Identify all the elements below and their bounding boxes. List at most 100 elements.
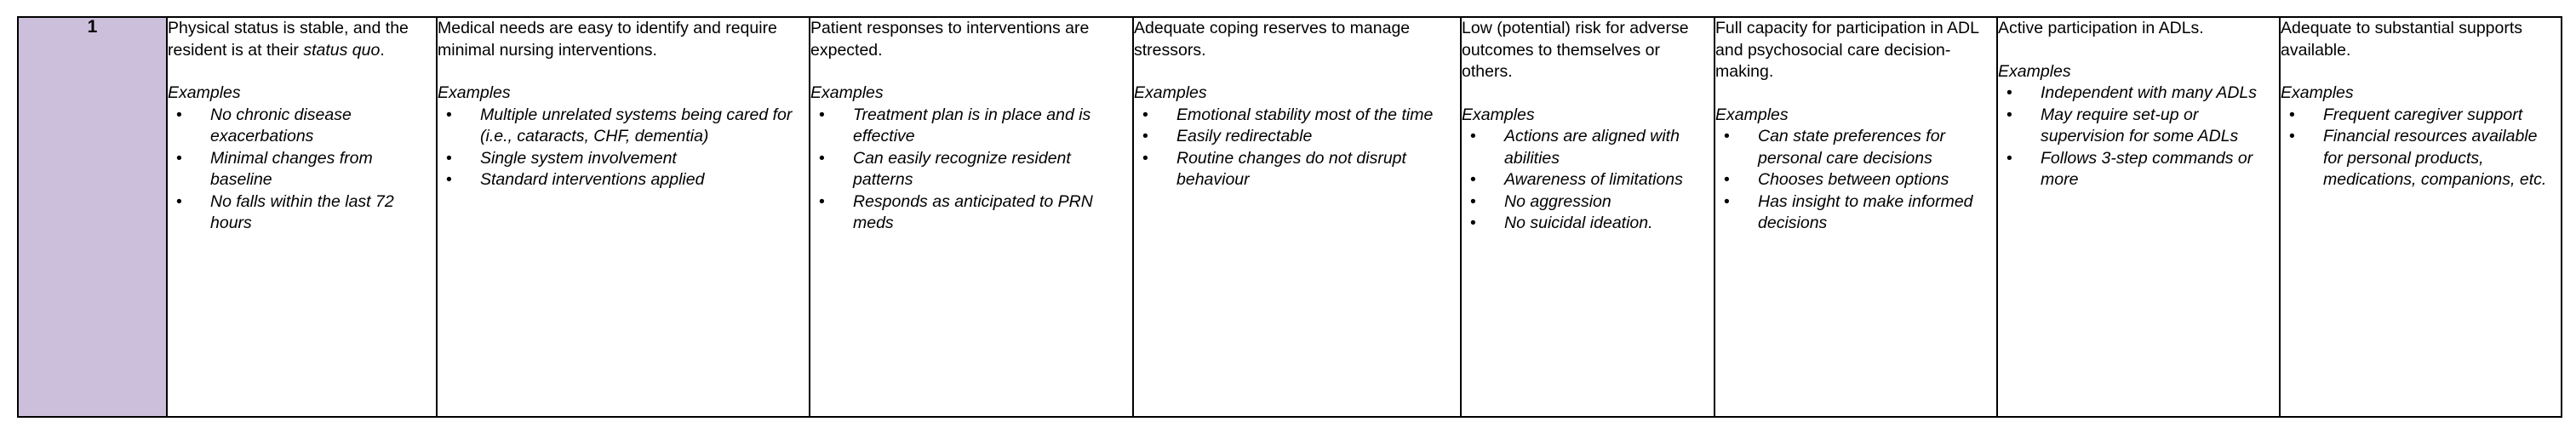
examples-list-risk-of-adverse-outcomes: • Actions are aligned with abilities • Awa… xyxy=(1462,126,1714,235)
statement-medical-needs: Medical needs are easy to identify and r… xyxy=(438,19,777,60)
examples-heading: Examples xyxy=(1462,105,1535,124)
list-item-text: Has insight to make informed decisions xyxy=(1758,191,1973,233)
examples-heading: Examples xyxy=(1715,105,1789,124)
examples-list-supports-available: •Frequent caregiver support • Financial r… xyxy=(2281,105,2561,191)
examples-heading: Examples xyxy=(2281,83,2354,102)
spacer xyxy=(1134,61,1460,83)
list-item-text: Single system involvement xyxy=(480,148,677,168)
list-item-text: No falls within the last 72 hours xyxy=(210,191,394,233)
list-item: • Actions are aligned with abilities xyxy=(1462,126,1714,169)
list-item-text: Standard interventions applied xyxy=(480,170,705,189)
spacer xyxy=(1462,83,1714,105)
list-item: • May require set-up or supervision for s… xyxy=(1998,105,2279,148)
examples-list-patient-responses: • Treatment plan is in place and is effec… xyxy=(810,105,1132,235)
level-number: 1 xyxy=(87,17,98,37)
list-item-text: Treatment plan is in place and is effect… xyxy=(853,105,1091,146)
statement-coping-reserves: Adequate coping reserves to manage stres… xyxy=(1134,19,1411,60)
list-item-text: Easily redirectable xyxy=(1176,127,1313,145)
list-item: • Financial resources available for perso… xyxy=(2281,126,2561,191)
bullet-icon: • xyxy=(1470,214,1476,232)
list-item-text: Can state preferences for personal care … xyxy=(1758,127,1946,168)
bullet-icon: • xyxy=(176,105,182,124)
list-item-text: May require set-up or supervision for so… xyxy=(2041,105,2239,146)
bullet-icon: • xyxy=(2006,148,2012,168)
list-item-text: Independent with many ADLs xyxy=(2041,83,2258,102)
list-item: • Minimal changes from baseline xyxy=(168,148,436,191)
list-item-text: Awareness of limitations xyxy=(1504,170,1683,189)
list-item-text: Routine changes do not disrupt behaviour xyxy=(1176,148,1406,190)
list-item: • No falls within the last 72 hours xyxy=(168,191,436,235)
acuity-level-table: 1 Physical status is stable, and the res… xyxy=(17,16,2562,418)
column-supports-available: Adequate to substantial supports availab… xyxy=(2279,16,2562,418)
bullet-icon: • xyxy=(1724,170,1730,189)
list-item-text: Financial resources available for person… xyxy=(2323,127,2547,189)
examples-list-physical-status: • No chronic disease exacerbations • Minim… xyxy=(168,105,436,235)
table-row: 1 Physical status is stable, and the res… xyxy=(17,16,2562,418)
column-risk-of-adverse-outcomes: Low (potential) risk for adverse outcome… xyxy=(1460,16,1715,418)
bullet-icon: • xyxy=(176,148,182,168)
bullet-icon: • xyxy=(446,105,452,124)
spacer xyxy=(1715,83,1996,105)
list-item: • Emotional stability most of the time xyxy=(1134,105,1460,127)
bullet-icon: • xyxy=(819,191,825,211)
examples-list-medical-needs: • Multiple unrelated systems being cared … xyxy=(438,105,809,191)
bullet-icon: • xyxy=(446,170,452,189)
list-item-text: Minimal changes from baseline xyxy=(210,148,373,190)
column-adl-participation: Active participation in ADLs. Examples •… xyxy=(1996,16,2281,418)
spacer xyxy=(168,61,436,83)
examples-heading: Examples xyxy=(1134,83,1207,102)
examples-heading: Examples xyxy=(168,83,241,102)
bullet-icon: • xyxy=(1142,127,1148,145)
list-item: • Treatment plan is in place and is effec… xyxy=(810,105,1132,148)
examples-heading: Examples xyxy=(810,83,884,102)
bullet-icon: • xyxy=(1470,191,1476,211)
statement-patient-responses: Patient responses to interventions are e… xyxy=(810,19,1090,60)
bullet-icon: • xyxy=(1142,148,1148,168)
list-item: • Multiple unrelated systems being cared … xyxy=(438,105,809,148)
list-item: • No aggression xyxy=(1462,191,1714,214)
statement-risk-of-adverse-outcomes: Low (potential) risk for adverse outcome… xyxy=(1462,19,1689,81)
list-item: • Awareness of limitations xyxy=(1462,169,1714,191)
list-item-text: Multiple unrelated systems being cared f… xyxy=(480,105,793,146)
list-item: • Follows 3-step commands or more xyxy=(1998,148,2279,191)
spacer xyxy=(2281,61,2561,83)
statement-supports-available: Adequate to substantial supports availab… xyxy=(2281,19,2523,60)
statement-capacity-for-participation: Full capacity for participation in ADL a… xyxy=(1715,19,1979,81)
list-item-text: Actions are aligned with abilities xyxy=(1504,127,1680,168)
level-indicator-cell: 1 xyxy=(17,16,168,418)
list-item: • No chronic disease exacerbations xyxy=(168,105,436,148)
examples-list-capacity-for-participation: • Can state preferences for personal care… xyxy=(1715,126,1996,235)
list-item: •No suicidal ideation. xyxy=(1462,213,1714,235)
list-item-text: No chronic disease exacerbations xyxy=(210,105,352,146)
list-item-text: Follows 3-step commands or more xyxy=(2041,148,2253,190)
statement-text-after: . xyxy=(380,40,385,60)
list-item: • Independent with many ADLs xyxy=(1998,83,2279,105)
spacer xyxy=(810,61,1132,83)
column-capacity-for-participation: Full capacity for participation in ADL a… xyxy=(1714,16,1998,418)
bullet-icon: • xyxy=(1470,127,1476,145)
list-item: • Standard interventions applied xyxy=(438,169,809,191)
bullet-icon: • xyxy=(2289,127,2295,145)
bullet-icon: • xyxy=(2006,105,2012,124)
list-item: • Can state preferences for personal care… xyxy=(1715,126,1996,169)
list-item: • Chooses between options xyxy=(1715,169,1996,191)
examples-list-adl-participation: • Independent with many ADLs • May require… xyxy=(1998,83,2279,191)
examples-heading: Examples xyxy=(438,83,511,102)
bullet-icon: • xyxy=(1142,105,1148,124)
bullet-icon: • xyxy=(1470,170,1476,189)
statement-adl-participation: Active participation in ADLs. xyxy=(1998,19,2204,37)
list-item: •Frequent caregiver support xyxy=(2281,105,2561,127)
bullet-icon: • xyxy=(176,191,182,211)
statement-physical-status: Physical status is stable, and the resid… xyxy=(168,18,436,61)
bullet-icon: • xyxy=(819,105,825,124)
list-item-text: No aggression xyxy=(1504,191,1611,211)
column-physical-status: Physical status is stable, and the resid… xyxy=(166,16,438,418)
statement-text-before: Physical status is stable, and the resid… xyxy=(168,19,409,60)
list-item-text: Responds as anticipated to PRN meds xyxy=(853,191,1093,233)
column-medical-needs: Medical needs are easy to identify and r… xyxy=(436,16,810,418)
bullet-icon: • xyxy=(1724,127,1730,145)
list-item-text: Chooses between options xyxy=(1758,170,1949,189)
column-patient-responses: Patient responses to interventions are e… xyxy=(809,16,1134,418)
list-item-text: Emotional stability most of the time xyxy=(1176,105,1434,124)
bullet-icon: • xyxy=(2006,83,2012,102)
